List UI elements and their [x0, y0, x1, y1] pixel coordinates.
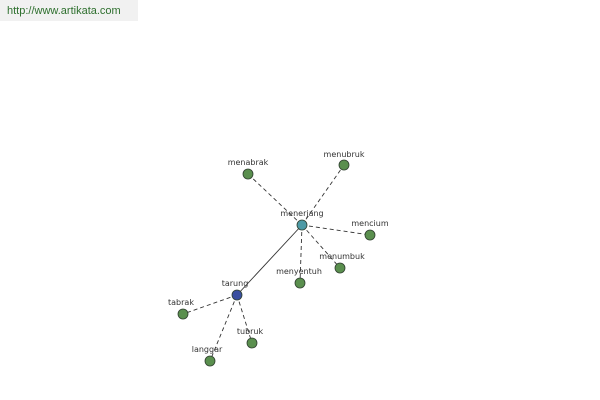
edge-menerjang-menumbuk: [301, 224, 341, 269]
node-langgar[interactable]: [204, 355, 216, 367]
graph-nodes: [177, 159, 376, 367]
node-label-menumbuk: menumbuk: [319, 252, 365, 261]
node-label-tarung: tarung: [222, 279, 249, 288]
graph-edges: [182, 164, 371, 362]
node-label-menerjang: menerjang: [280, 209, 323, 218]
node-label-menabrak: menabrak: [228, 158, 269, 167]
source-url-bar: http://www.artikata.com: [0, 0, 138, 21]
node-label-menubruk: menubruk: [324, 150, 365, 159]
node-menabrak[interactable]: [242, 168, 254, 180]
node-label-langgar: langgar: [192, 345, 223, 354]
edge-tarung-tabrak: [182, 294, 238, 315]
node-tabrak[interactable]: [177, 308, 189, 320]
node-label-tabrak: tabrak: [168, 298, 194, 307]
edge-tarung-menerjang: [236, 224, 303, 296]
node-menumbuk[interactable]: [334, 262, 346, 274]
edge-tarung-tubruk: [236, 294, 253, 344]
edge-menerjang-mencium: [301, 224, 371, 236]
edge-menerjang-menyentuh: [299, 224, 303, 284]
edge-menerjang-menubruk: [301, 164, 345, 226]
node-mencium[interactable]: [364, 229, 376, 241]
node-tarung[interactable]: [231, 289, 243, 301]
node-menerjang[interactable]: [296, 219, 308, 231]
node-label-menyentuh: menyentuh: [276, 267, 322, 276]
edge-tarung-langgar: [209, 294, 238, 362]
node-tubruk[interactable]: [246, 337, 258, 349]
node-menubruk[interactable]: [338, 159, 350, 171]
source-url-text[interactable]: http://www.artikata.com: [7, 5, 121, 17]
graph-labels: menabrak menubruk menerjang mencium menumbuk…: [168, 150, 389, 354]
node-label-mencium: mencium: [351, 219, 388, 228]
edge-menerjang-menabrak: [247, 173, 303, 226]
node-label-tubruk: tubruk: [237, 327, 264, 336]
node-menyentuh[interactable]: [294, 277, 306, 289]
